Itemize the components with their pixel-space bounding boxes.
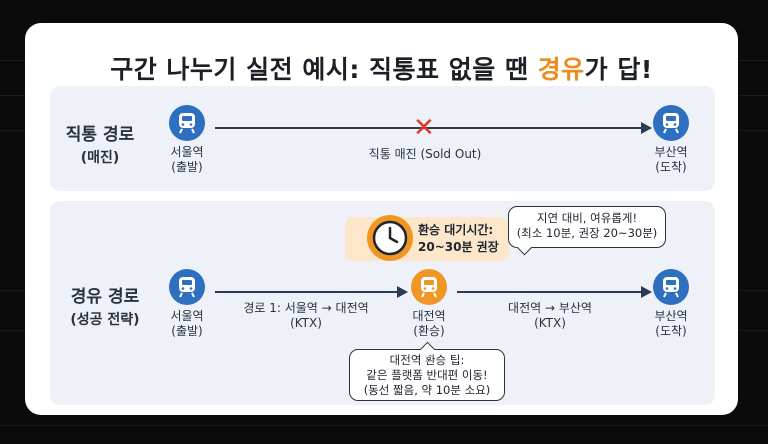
leg2-caption: 대전역 → 부산역 (KTX)	[485, 301, 615, 331]
direct-route-panel	[50, 86, 715, 191]
transfer-origin-station: 서울역 (출발)	[137, 269, 237, 339]
infographic-card: 구간 나누기 실전 예시: 직통표 없을 땐 경유가 답! 직통 경로 (매진)…	[25, 23, 738, 415]
transfer-destination-role: (도착)	[655, 324, 687, 338]
transfer-route-title: 경유 경로	[70, 287, 140, 307]
transfer-station: 대전역 (환승)	[379, 269, 479, 339]
transfer-route-label: 경유 경로 (성공 전략)	[55, 282, 155, 329]
direct-origin-name: 서울역	[170, 145, 204, 159]
title-accent: 경유	[537, 55, 585, 84]
leg2-train: (KTX)	[534, 316, 566, 330]
train-icon	[169, 105, 205, 141]
sold-out-caption: 직통 매진 (Sold Out)	[368, 147, 482, 161]
leg1-line	[215, 291, 400, 293]
direct-destination-role: (도착)	[655, 160, 687, 174]
direct-origin-role: (출발)	[171, 160, 203, 174]
transfer-origin-role: (출발)	[171, 324, 203, 338]
direct-destination-station: 부산역 (도착)	[621, 105, 721, 175]
wait-time-line1: 환승 대기시간:	[418, 223, 494, 237]
delay-tip-bubble: 지연 대비, 여유롭게! (최소 10분, 권장 20~30분)	[508, 206, 666, 256]
transfer-origin-name: 서울역	[170, 309, 204, 323]
direct-route-status-label: (매진)	[80, 150, 120, 166]
leg2-line	[457, 291, 645, 293]
train-icon	[653, 269, 689, 305]
platform-tip-line2: 같은 플랫폼 반대편 이동!	[366, 368, 488, 382]
train-icon	[653, 105, 689, 141]
wait-time-line2: 20~30분 권장	[418, 240, 499, 254]
direct-route-label: 직통 경로 (매진)	[55, 120, 145, 167]
transfer-route-strategy-label: (성공 전략)	[70, 312, 140, 328]
direct-route-arrowhead	[641, 122, 652, 134]
title-suffix: 가 답!	[584, 55, 653, 84]
title-prefix: 구간 나누기 실전 예시: 직통표 없을 땐	[110, 55, 538, 84]
leg1-train: (KTX)	[290, 316, 322, 330]
platform-tip-line3: (동선 짧음, 약 10분 소요)	[363, 383, 491, 397]
leg1-text: 경로 1: 서울역 → 대전역	[243, 301, 369, 315]
direct-route-line	[215, 127, 645, 129]
clock-icon	[367, 215, 413, 261]
page-title: 구간 나누기 실전 예시: 직통표 없을 땐 경유가 답!	[25, 50, 738, 86]
leg1-arrowhead	[397, 286, 408, 298]
train-icon	[169, 269, 205, 305]
delay-tip-line2: (최소 10분, 권장 20~30분)	[516, 226, 658, 240]
direct-route-title: 직통 경로	[65, 125, 135, 145]
leg2-arrowhead	[641, 286, 652, 298]
transfer-station-name: 대전역	[412, 309, 446, 323]
train-icon	[411, 269, 447, 305]
direct-destination-name: 부산역	[654, 145, 688, 159]
platform-tip-bubble: 대전역 환승 팁: 같은 플랫폼 반대편 이동! (동선 짧음, 약 10분 소…	[349, 341, 505, 401]
transfer-destination-station: 부산역 (도착)	[621, 269, 721, 339]
leg1-caption: 경로 1: 서울역 → 대전역 (KTX)	[221, 301, 391, 331]
close-icon: ✕	[413, 113, 435, 143]
delay-tip-line1: 지연 대비, 여유롭게!	[536, 211, 638, 225]
platform-tip-line1: 대전역 환승 팁:	[389, 353, 465, 367]
direct-origin-station: 서울역 (출발)	[137, 105, 237, 175]
leg2-text: 대전역 → 부산역	[508, 301, 592, 315]
transfer-destination-name: 부산역	[654, 309, 688, 323]
transfer-station-role: (환승)	[413, 324, 445, 338]
wait-time-text: 환승 대기시간: 20~30분 권장	[418, 222, 508, 256]
